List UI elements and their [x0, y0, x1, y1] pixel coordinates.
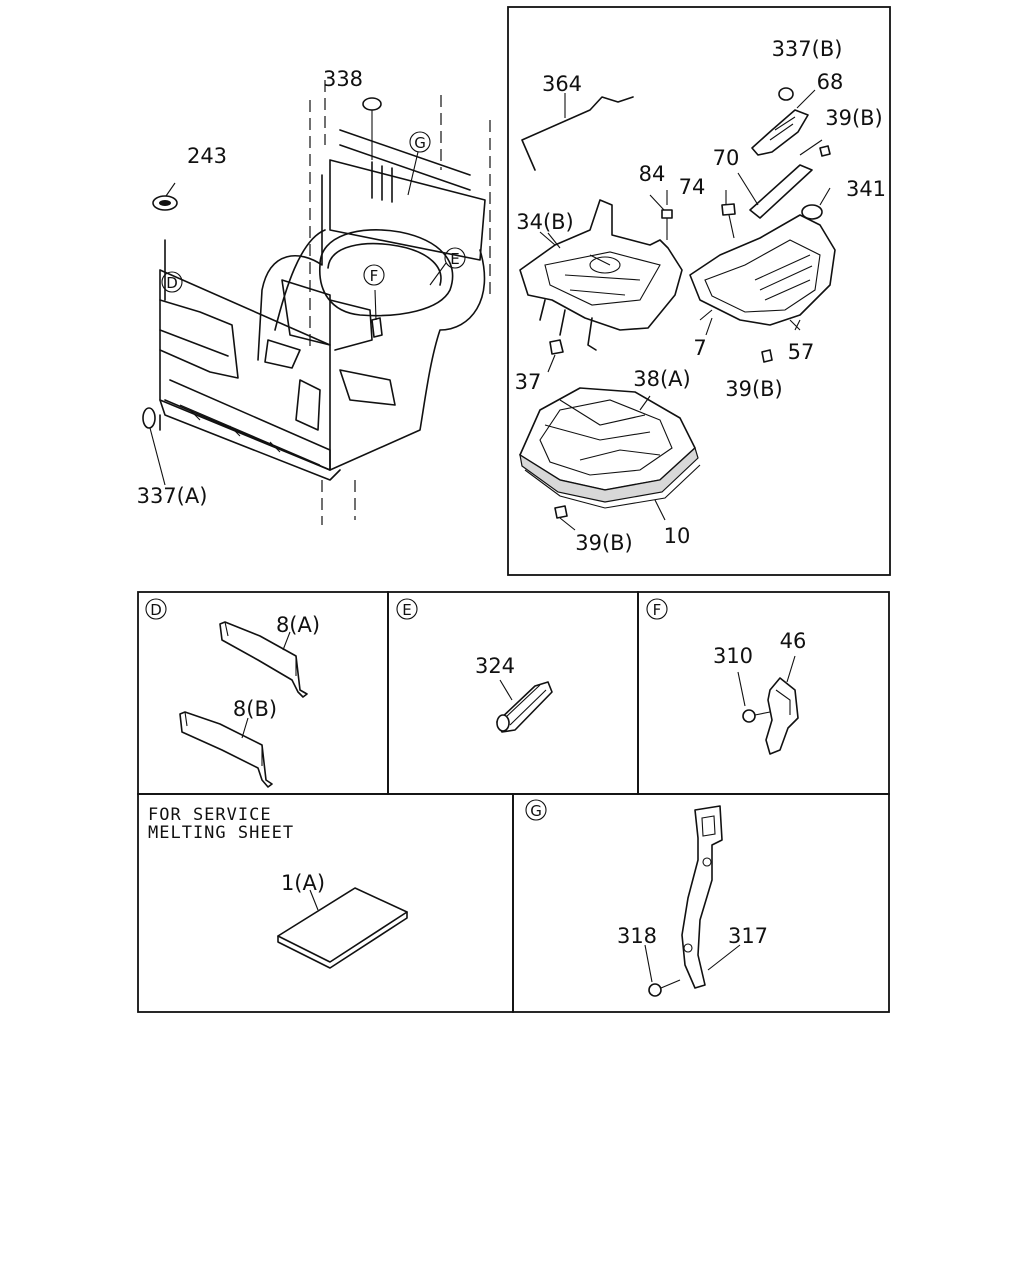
callout-f-marker: F	[363, 264, 385, 286]
label-39b-top: 39(B)	[825, 106, 883, 130]
detail-e-badge: E	[402, 601, 411, 619]
label-324: 324	[475, 654, 515, 678]
detail-d-panel: D 8(A) 8(B)	[137, 591, 389, 795]
callout-d-marker: D	[161, 271, 183, 293]
svg-text:G: G	[414, 134, 426, 152]
label-39b-mid: 39(B)	[725, 377, 783, 401]
label-338: 338	[323, 67, 363, 91]
label-7: 7	[693, 336, 706, 360]
detail-g-badge: G	[530, 802, 542, 820]
label-337b: 337(B)	[772, 37, 843, 61]
label-39b-bottom: 39(B)	[575, 531, 633, 555]
label-8a: 8(A)	[276, 613, 320, 637]
label-84: 84	[639, 162, 666, 186]
label-38a: 38(A)	[633, 367, 690, 391]
label-318: 318	[617, 924, 657, 948]
main-floor-view: D E F G 338 243 337(A)	[137, 67, 491, 525]
label-34b: 34(B)	[516, 210, 574, 234]
label-46: 46	[780, 629, 807, 653]
label-341: 341	[846, 177, 886, 201]
service-panel: FOR SERVICE MELTING SHEET 1(A)	[137, 793, 514, 1013]
callout-g-marker: G	[407, 131, 431, 196]
label-337a: 337(A)	[137, 484, 208, 508]
detail-e-panel: E 324	[387, 591, 639, 795]
label-70: 70	[713, 146, 740, 170]
callout-e-marker: E	[429, 247, 466, 286]
detail-f-panel: F 310 46	[637, 591, 890, 795]
label-74: 74	[679, 175, 706, 199]
service-note-line2: MELTING SHEET	[148, 823, 294, 843]
label-243: 243	[187, 144, 227, 168]
label-37: 37	[515, 370, 542, 394]
label-68: 68	[817, 70, 844, 94]
detail-g-panel: G 318 317	[512, 793, 890, 1013]
label-8b: 8(B)	[233, 697, 277, 721]
label-310: 310	[713, 644, 753, 668]
detail-d-badge: D	[150, 601, 162, 619]
exploded-view-panel: 337(B) 68 364 39(B) 70 84 74 341 34(B) 7…	[507, 6, 891, 576]
label-364: 364	[542, 72, 582, 96]
svg-text:E: E	[450, 250, 459, 268]
label-57: 57	[788, 340, 815, 364]
detail-f-badge: F	[653, 601, 662, 619]
service-note-line1: FOR SERVICE	[148, 805, 272, 825]
label-10: 10	[664, 524, 691, 548]
label-1a: 1(A)	[281, 871, 325, 895]
label-317: 317	[728, 924, 768, 948]
svg-text:F: F	[370, 267, 379, 285]
svg-text:D: D	[166, 274, 178, 292]
